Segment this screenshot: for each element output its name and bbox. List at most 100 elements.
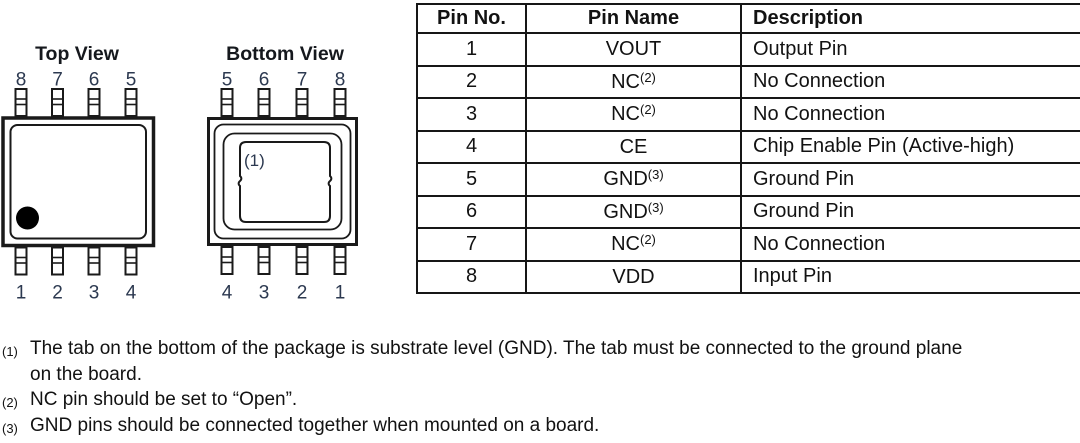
pin-description-cell: Ground Pin xyxy=(740,194,1080,229)
footnote-2-marker: (2) xyxy=(2,395,18,410)
bottom-view-title: Bottom View xyxy=(226,43,345,65)
pin-lead xyxy=(51,246,64,276)
bottom-view-package-outline-2 xyxy=(222,132,343,231)
pin-description-table: Pin No. Pin Name Description 1 VOUT Outp… xyxy=(416,3,1080,294)
bottom-view-pin-number-6: 6 xyxy=(259,70,270,91)
table-row: 5 GND(3) Ground Pin xyxy=(416,162,1080,197)
pin-no-cell: 6 xyxy=(416,194,527,229)
pin-name-superscript: (2) xyxy=(640,69,656,85)
pin-no-cell: 8 xyxy=(416,259,527,294)
pin-name: NC xyxy=(611,70,640,93)
pin-lead xyxy=(14,246,28,276)
table-row: 8 VDD Input Pin xyxy=(416,259,1080,294)
pin-name: VDD xyxy=(612,265,655,288)
pin-no-cell: 1 xyxy=(416,32,527,67)
top-view-pin-number-1: 1 xyxy=(16,283,27,304)
pin-name-cell: NC(2) xyxy=(525,64,742,99)
top-view-pin-number-8: 8 xyxy=(16,70,27,91)
bottom-view-pin-number-8: 8 xyxy=(335,70,346,91)
bottom-view-pin-number-1: 1 xyxy=(335,283,346,304)
pin-no-cell: 4 xyxy=(416,129,527,164)
pin-description-cell: Ground Pin xyxy=(740,162,1080,197)
footnote-1: (1) The tab on the bottom of the package… xyxy=(2,336,1080,387)
pin-name: GND xyxy=(603,200,648,223)
pin-no-cell: 3 xyxy=(416,97,527,132)
table-row: 4 CE Chip Enable Pin (Active-high) xyxy=(416,129,1080,164)
pin-name: NC xyxy=(611,103,640,126)
pin-name-superscript: (2) xyxy=(640,232,656,248)
pin-name: CE xyxy=(619,135,648,158)
pin-description-cell: Output Pin xyxy=(740,32,1080,67)
footnote-3: (3) GND pins should be connected togethe… xyxy=(2,413,1080,439)
footnote-1-line-1: The tab on the bottom of the package is … xyxy=(30,338,963,359)
pin-lead xyxy=(295,88,309,117)
pin-description-cell: Chip Enable Pin (Active-high) xyxy=(740,129,1080,164)
top-view-drawing: Top View 8 7 6 5 1 2 3 4 xyxy=(1,43,156,304)
bottom-view-pin-number-4: 4 xyxy=(222,283,233,304)
footnote-1-marker: (1) xyxy=(2,344,18,359)
col-header-pin-name: Pin Name xyxy=(525,3,742,34)
pin-lead xyxy=(51,88,64,117)
top-view-pin-number-5: 5 xyxy=(126,70,137,91)
table-row: 7 NC(2) No Connection xyxy=(416,227,1080,262)
package-pinout-diagram: Top View 8 7 6 5 1 2 3 4 xyxy=(1,43,358,304)
pin-description-cell: Input Pin xyxy=(740,259,1080,294)
table-row: 3 NC(2) No Connection xyxy=(416,97,1080,132)
pin-lead xyxy=(87,246,101,276)
pin-description-table-container: Pin No. Pin Name Description 1 VOUT Outp… xyxy=(416,3,1080,294)
pin-name-cell: NC(2) xyxy=(525,97,742,132)
pin-name: VOUT xyxy=(605,38,662,61)
top-view-title: Top View xyxy=(35,43,120,65)
pin-description-cell: No Connection xyxy=(740,64,1080,99)
pin-no-cell: 2 xyxy=(416,64,527,99)
pin-name-superscript: (2) xyxy=(640,102,656,118)
pin1-marker-dot xyxy=(16,206,39,230)
pin-lead xyxy=(87,88,101,117)
top-view-pin-number-2: 2 xyxy=(52,283,63,304)
pin-lead xyxy=(257,246,271,275)
bottom-view-pin-number-7: 7 xyxy=(297,70,308,91)
pin-lead xyxy=(257,88,271,117)
pin-lead xyxy=(333,88,347,117)
top-view-pin-number-3: 3 xyxy=(89,283,100,304)
bottom-view-package-outline-1 xyxy=(213,123,352,240)
pin-name: GND xyxy=(603,168,648,191)
footnote-1-line-2: on the board. xyxy=(30,363,142,385)
pin-lead xyxy=(124,246,138,276)
table-row: 2 NC(2) No Connection xyxy=(416,64,1080,99)
pin-name-cell: NC(2) xyxy=(525,227,742,262)
pin-lead xyxy=(333,246,347,275)
top-view-package-inner-outline xyxy=(9,124,147,240)
pin-no-cell: 5 xyxy=(416,162,527,197)
pin-name-superscript: (3) xyxy=(647,199,664,215)
table-row: 6 GND(3) Ground Pin xyxy=(416,194,1080,229)
pin-lead xyxy=(124,88,138,117)
bottom-view-pin-number-5: 5 xyxy=(222,70,233,91)
pin-no-cell: 7 xyxy=(416,227,527,262)
pin-description-cell: No Connection xyxy=(740,97,1080,132)
top-view-pin-number-6: 6 xyxy=(89,70,100,91)
footnote-3-line-1: GND pins should be connected together wh… xyxy=(30,414,600,436)
table-header-row: Pin No. Pin Name Description xyxy=(416,3,1080,34)
pin-lead xyxy=(220,88,234,117)
tab-footnote-label: (1) xyxy=(244,151,265,170)
footnotes: (1) The tab on the bottom of the package… xyxy=(2,336,1080,438)
pin-lead xyxy=(14,88,28,117)
pin-name-superscript: (3) xyxy=(647,167,664,183)
pin-name-cell: GND(3) xyxy=(525,194,742,229)
top-view-pin-number-4: 4 xyxy=(126,283,137,304)
footnote-2-line-1: NC pin should be set to “Open”. xyxy=(30,389,298,410)
bottom-view-pin-number-2: 2 xyxy=(297,283,308,304)
pin-description-cell: No Connection xyxy=(740,227,1080,262)
footnote-2: (2) NC pin should be set to “Open”. xyxy=(2,387,1080,413)
pin-lead xyxy=(220,246,234,275)
col-header-pin-no: Pin No. xyxy=(416,3,527,34)
pin-name-cell: VOUT xyxy=(525,32,742,67)
pin-name-cell: GND(3) xyxy=(525,162,742,197)
bottom-view-substrate-tab xyxy=(237,141,333,223)
bottom-view-drawing: Bottom View 5 6 7 8 (1) 4 xyxy=(207,43,358,304)
table-row: 1 VOUT Output Pin xyxy=(416,32,1080,67)
footnote-3-marker: (3) xyxy=(2,420,18,436)
pin-name-cell: VDD xyxy=(525,259,742,294)
